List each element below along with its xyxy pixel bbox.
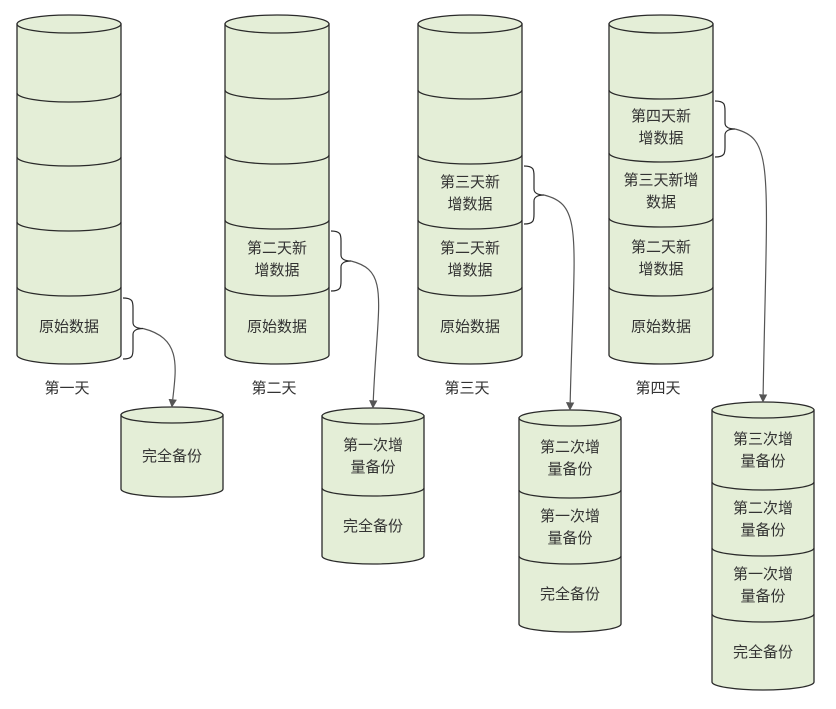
- stack-separator: [417, 219, 523, 230]
- backup-top: [321, 407, 425, 425]
- data-stack-day-1: 原始数据: [16, 14, 122, 365]
- stack-segment-label: 第三天新增数据: [623, 171, 698, 211]
- backup-segment-label: 第二次增量备份: [540, 438, 600, 478]
- stack-segment-label: 原始数据: [39, 318, 99, 336]
- stack-separator: [417, 89, 523, 100]
- backup-segment-label: 完全备份: [733, 643, 793, 661]
- day-label: 第三天: [444, 379, 489, 397]
- backup-segment-label: 第三次增量备份: [733, 430, 793, 470]
- stack-segment-label: 第二天新增数据: [247, 239, 307, 279]
- backup-segment-label: 第一次增量备份: [343, 436, 403, 476]
- stack-separator: [224, 286, 330, 297]
- backup-separator: [518, 489, 622, 499]
- backup-separator: [518, 555, 622, 565]
- backup-segment-label: 第二次增量备份: [733, 499, 793, 539]
- stack-segment-label: 原始数据: [440, 318, 500, 336]
- stack-separator: [608, 286, 714, 297]
- day-label: 第四天: [635, 379, 680, 397]
- stack-separator: [16, 221, 122, 232]
- backup-segment-label: 第一次增量备份: [540, 507, 600, 547]
- backup-segment-label: 完全备份: [540, 585, 600, 603]
- backup-separator: [321, 487, 425, 497]
- bracket: [523, 165, 545, 225]
- backup-arrow: [350, 260, 380, 409]
- day-label: 第二天: [251, 379, 296, 397]
- backup-body: [711, 409, 815, 691]
- stack-separator: [16, 92, 122, 103]
- stack-segment-label: 原始数据: [247, 318, 307, 336]
- backup-top: [518, 409, 622, 427]
- bracket: [714, 100, 736, 158]
- backup-separator: [711, 481, 815, 491]
- backup-body: [120, 414, 224, 498]
- stack-separator: [224, 89, 330, 100]
- bracket: [122, 297, 144, 360]
- backup-body: [321, 415, 425, 565]
- backup-arrow: [142, 327, 177, 408]
- stack-separator: [224, 154, 330, 165]
- stack-body: [417, 23, 523, 365]
- stack-separator: [608, 152, 714, 163]
- backup-arrow: [734, 128, 768, 403]
- stack-separator: [417, 286, 523, 297]
- stack-separator: [608, 217, 714, 228]
- stack-top: [16, 14, 122, 34]
- day-group-4: 第四天新增数据第三天新增数据第二天新增数据原始数据第四天第三次增量备份第二次增量…: [608, 14, 815, 691]
- stack-top: [224, 14, 330, 34]
- backup-top: [120, 406, 224, 424]
- backup-stack-day-1: 完全备份: [120, 406, 224, 498]
- stack-segment-label: 第三天新增数据: [440, 173, 500, 213]
- backup-segment-label: 第一次增量备份: [733, 565, 793, 605]
- stack-separator: [608, 89, 714, 100]
- stack-segment-label: 第四天新增数据: [631, 107, 691, 147]
- stack-segment-label: 第二天新增数据: [440, 239, 500, 279]
- stack-segment-label: 原始数据: [631, 318, 691, 336]
- backup-top: [711, 401, 815, 419]
- stack-separator: [224, 219, 330, 230]
- day-label: 第一天: [44, 379, 89, 397]
- stack-body: [16, 23, 122, 365]
- backup-segment-label: 完全备份: [343, 517, 403, 535]
- stack-body: [608, 23, 714, 365]
- backup-body: [518, 417, 622, 633]
- stack-separator: [417, 154, 523, 165]
- stack-top: [608, 14, 714, 34]
- stack-separator: [16, 156, 122, 167]
- backup-segment-label: 完全备份: [142, 447, 202, 465]
- stack-segment-label: 第二天新增数据: [631, 238, 691, 278]
- bracket: [330, 230, 352, 292]
- stack-top: [417, 14, 523, 34]
- stack-body: [224, 23, 330, 365]
- stack-separator: [16, 286, 122, 297]
- backup-separator: [711, 613, 815, 623]
- backup-arrow: [543, 194, 575, 411]
- backup-separator: [711, 547, 815, 557]
